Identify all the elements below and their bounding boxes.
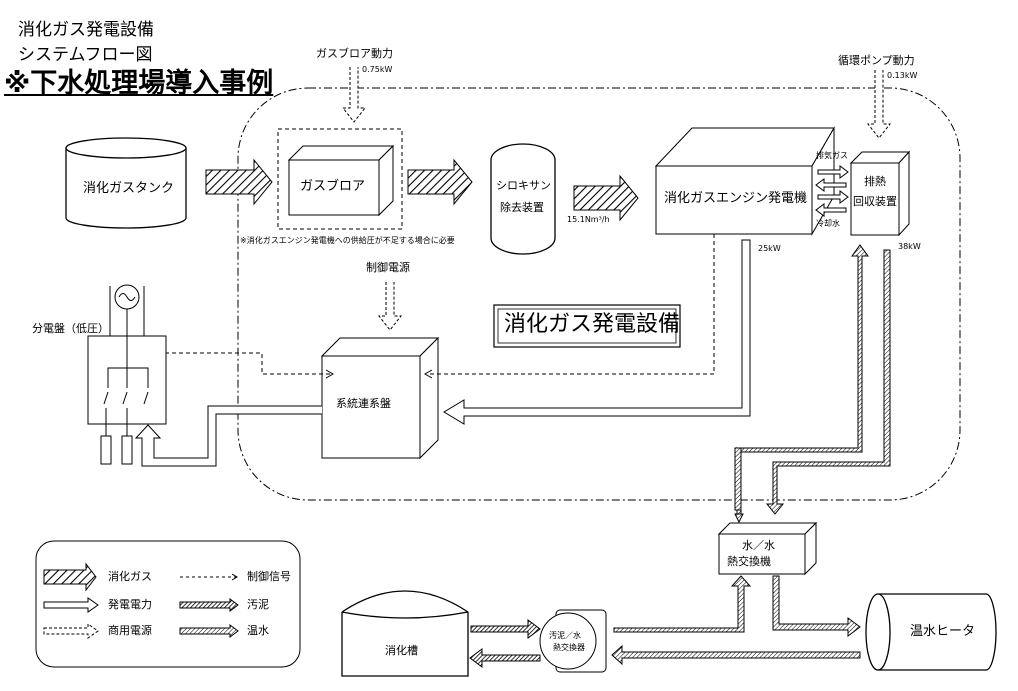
legend-sludge: 汚泥	[247, 598, 269, 611]
engine-kw: 25kW	[758, 244, 781, 253]
gas-blower-label: ガスブロア	[300, 179, 366, 194]
pump-power-arrow	[866, 70, 892, 139]
heater-label: 温水ヒータ	[910, 624, 976, 639]
exhaust-cooling-arrows	[815, 165, 849, 217]
grid-panel-label: 系統連系盤	[336, 397, 391, 410]
legend-hot-water: 温水	[247, 624, 269, 637]
legend-commercial-power: 商用電源	[108, 624, 152, 637]
control-signal-line	[428, 234, 715, 375]
facility-boundary	[237, 87, 961, 501]
siloxane-vessel	[490, 143, 556, 255]
gas-arrow-1	[205, 158, 273, 206]
gas-flow-label: 15.1Nm³/h	[567, 215, 610, 224]
control-power-arrow	[377, 282, 403, 331]
facility-name-frame	[493, 304, 681, 348]
pump-power-kw: 0.13kW	[887, 71, 918, 80]
siloxane-label-1: シロキサン	[496, 179, 551, 192]
blower-note: ※消化ガスエンジン発電機への供給圧が不足する場合に必要	[240, 236, 455, 245]
legend-digestion-gas: 消化ガス	[108, 570, 152, 583]
panel-label: 分電盤（低圧）	[32, 322, 109, 335]
gas-blower-power-label: ガスブロア動力	[316, 47, 393, 60]
title-line-3: ※下水処理場導入事例	[4, 68, 274, 99]
blower-power-arrow	[341, 67, 367, 123]
title-line-1: 消化ガス発電設備	[18, 20, 154, 40]
title-line-2: システムフロー図	[18, 45, 153, 65]
gas-tank-label: 消化ガスタンク	[83, 181, 175, 196]
pump-power-label: 循環ポンプ動力	[838, 54, 915, 67]
hot-water-lines-upper	[734, 244, 891, 524]
engine-box	[654, 126, 835, 236]
gas-tank-shape	[65, 137, 187, 229]
water-hx-box	[717, 521, 818, 576]
hot-water-lines-lower	[611, 575, 861, 666]
siloxane-label-2: 除去装置	[500, 201, 544, 214]
legend-control-signal: 制御信号	[247, 570, 291, 583]
sludge-lines	[469, 619, 541, 668]
cooling-water-label: 冷却水	[816, 219, 840, 228]
sludge-hx-label-1: 汚泥／水	[549, 631, 581, 640]
water-hx-label-1: 水／水	[742, 539, 775, 552]
sludge-hx	[539, 609, 607, 673]
heat-recovery-box	[849, 150, 911, 237]
legend-generated-power: 発電電力	[108, 598, 152, 611]
exhaust-gas-label: 排気ガス	[816, 151, 848, 160]
engine-label: 消化ガスエンジン発電機	[664, 191, 808, 206]
generated-power-line	[443, 239, 751, 425]
digester-tank	[341, 590, 469, 677]
heat-recovery-label-1: 排熱	[864, 175, 886, 188]
gas-arrow-2	[407, 158, 473, 206]
facility-label: 消化ガス発電設備	[504, 312, 681, 337]
digester-label: 消化槽	[385, 644, 418, 657]
distribution-panel	[87, 284, 167, 465]
panel-power-line	[134, 405, 322, 467]
water-hx-label-2: 熱交換機	[727, 555, 771, 568]
panel-signal-line	[130, 352, 330, 375]
legend-frame	[35, 540, 301, 668]
control-power-label: 制御電源	[366, 261, 410, 274]
gas-arrow-3	[573, 174, 639, 222]
legend-symbols	[43, 562, 239, 639]
water-heater	[865, 593, 997, 671]
grid-panel-box	[320, 336, 440, 460]
gas-blower-box	[287, 144, 395, 217]
heat-recovery-label-2: 回収装置	[853, 195, 897, 208]
heat-recovery-kw: 38kW	[898, 242, 921, 251]
sludge-hx-label-2: 熱交換器	[553, 643, 585, 652]
gas-blower-power-kw: 0.75kW	[362, 65, 393, 74]
